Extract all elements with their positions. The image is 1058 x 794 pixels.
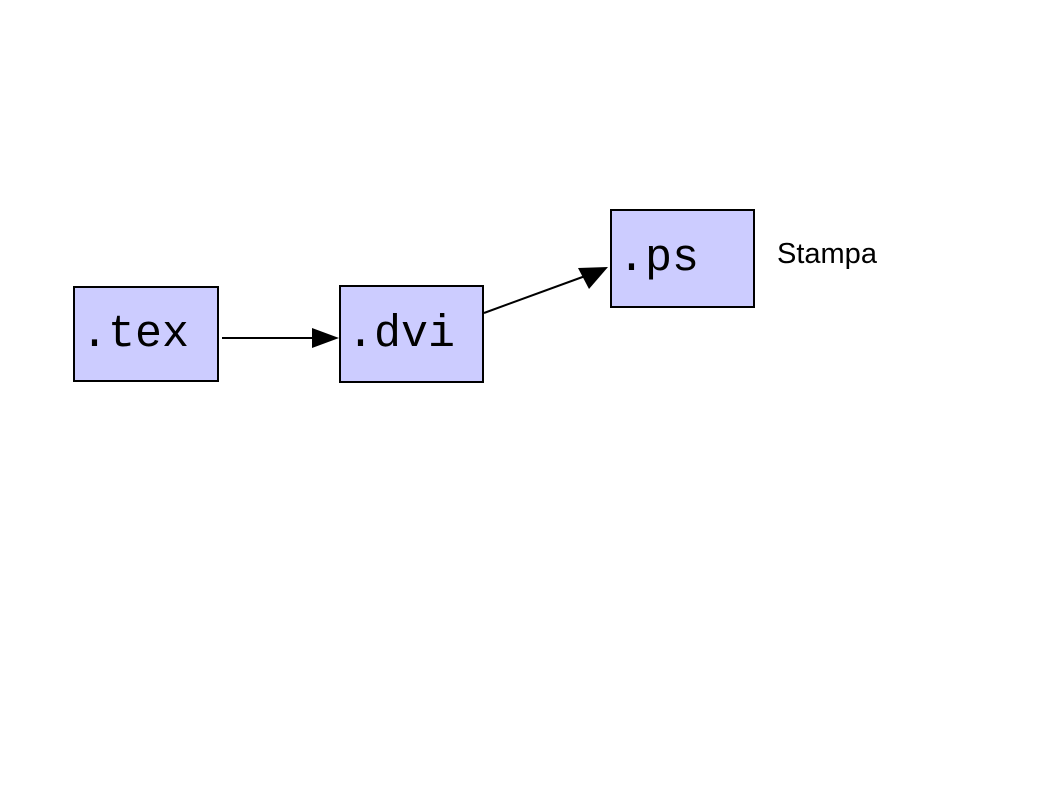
node-dvi-label: .dvi	[347, 308, 456, 360]
node-tex[interactable]: .tex	[73, 286, 219, 382]
edge-dvi-to-ps	[483, 267, 608, 314]
edge-tex-to-dvi-arrowhead	[312, 328, 339, 348]
node-dvi[interactable]: .dvi	[339, 285, 484, 383]
edge-dvi-to-ps-arrowhead	[578, 267, 608, 289]
node-ps-label: .ps	[618, 233, 700, 284]
edge-dvi-to-ps-line	[483, 274, 589, 314]
annotation-stampa: Stampa	[777, 238, 877, 270]
node-ps[interactable]: .ps	[610, 209, 755, 308]
node-tex-label: .tex	[81, 308, 190, 360]
edge-tex-to-dvi	[222, 328, 339, 348]
